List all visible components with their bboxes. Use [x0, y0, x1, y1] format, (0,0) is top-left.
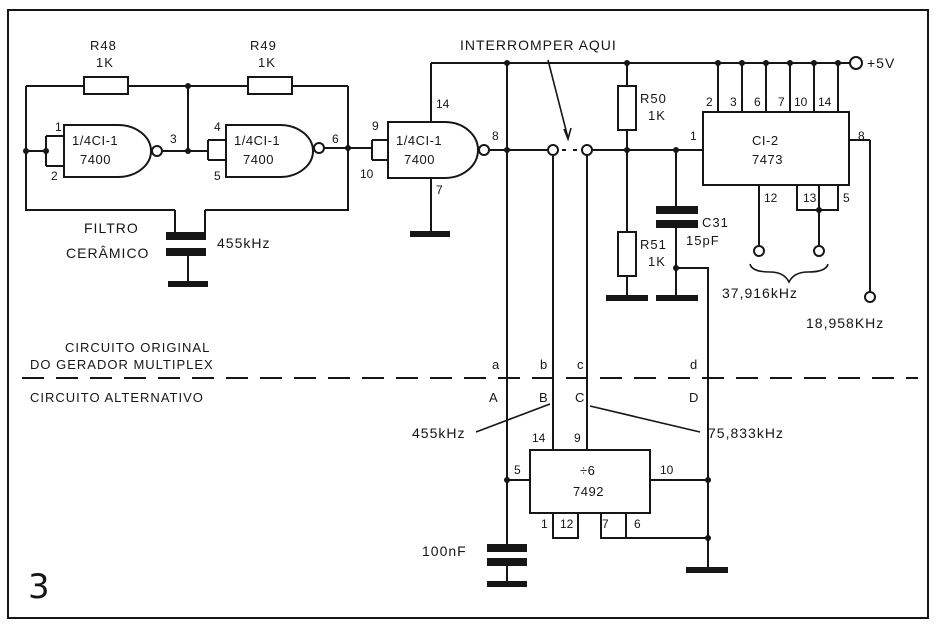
gate3-type: 7400: [404, 152, 435, 167]
svg-text:b: b: [540, 357, 548, 372]
oscillator-section: R48 1K R49 1K 1 2 3 1/4CI-1 7400 4 5 6 1…: [23, 38, 372, 287]
gate1-body: [63, 124, 152, 178]
gate3-label: 1/4CI-1: [396, 133, 442, 148]
filter-freq: 455kHz: [217, 235, 270, 251]
resistor-r50: [617, 85, 637, 131]
r51-name: R51: [640, 237, 667, 252]
gate2-body: [225, 124, 314, 178]
freq-c-label: 75,833kHz: [708, 425, 784, 441]
svg-text:B: B: [539, 390, 549, 405]
svg-text:12: 12: [560, 517, 574, 531]
svg-text:13: 13: [803, 191, 817, 205]
svg-text:5: 5: [514, 463, 521, 477]
out2-label: 18,958KHz: [806, 315, 884, 331]
resistor-r51: [617, 231, 637, 277]
r49-value: 1K: [258, 55, 276, 70]
svg-text:C: C: [575, 390, 585, 405]
ic7492-type: 7492: [573, 484, 604, 499]
svg-text:7: 7: [602, 517, 609, 531]
svg-text:2: 2: [51, 169, 58, 183]
c100-value: 100nF: [422, 543, 467, 559]
r48-value: 1K: [96, 55, 114, 70]
gate3-body: [387, 121, 479, 179]
svg-text:6: 6: [332, 132, 339, 146]
figure-frame: [7, 9, 929, 619]
svg-text:5: 5: [843, 191, 850, 205]
out1-label: 37,916kHz: [722, 285, 798, 301]
vcc-label: +5V: [867, 55, 895, 71]
filter-label-1: FILTRO: [84, 220, 139, 236]
svg-text:10: 10: [660, 463, 674, 477]
svg-text:1: 1: [541, 517, 548, 531]
svg-text:c: c: [577, 357, 585, 372]
svg-text:3: 3: [170, 132, 177, 146]
svg-text:d: d: [690, 357, 698, 372]
ci2-type: 7473: [752, 152, 783, 167]
svg-text:14: 14: [436, 97, 450, 111]
original-label-2: DO GERADOR MULTIPLEX: [30, 357, 214, 372]
svg-text:8: 8: [858, 129, 865, 143]
vcc-rail: +5V: [431, 55, 895, 71]
svg-text:1: 1: [55, 120, 62, 134]
svg-text:D: D: [689, 390, 699, 405]
svg-text:4: 4: [214, 120, 221, 134]
gate2-label: 1/4CI-1: [234, 133, 280, 148]
freq-a-label: 455kHz: [412, 425, 465, 441]
resistor-r49: [247, 76, 293, 95]
alternative-label: CIRCUITO ALTERNATIVO: [30, 390, 204, 405]
ic-7492: 14 9 5 10 1 12 7 6 ÷6 7492 100nF 455kHz …: [412, 403, 784, 587]
resistor-r48: [83, 76, 129, 95]
svg-text:5: 5: [214, 169, 221, 183]
svg-text:1: 1: [690, 129, 697, 143]
svg-text:7: 7: [436, 183, 443, 197]
svg-text:A: A: [489, 390, 499, 405]
svg-text:9: 9: [372, 119, 379, 133]
svg-text:6: 6: [634, 517, 641, 531]
gate1-label: 1/4CI-1: [72, 133, 118, 148]
ic7492-body: [529, 449, 651, 514]
r51-value: 1K: [648, 254, 666, 269]
ci2-label: CI-2: [752, 133, 779, 148]
svg-text:14: 14: [532, 431, 546, 445]
svg-text:10: 10: [794, 95, 808, 109]
svg-text:3: 3: [730, 95, 737, 109]
r49-name: R49: [250, 38, 277, 53]
c31-value: 15pF: [686, 233, 720, 248]
svg-text:12: 12: [764, 191, 778, 205]
svg-text:10: 10: [360, 167, 374, 181]
ci2-7473: 2 3 6 7 10 14 1 8 12 13 5 CI-2 7473 37,9…: [690, 63, 884, 331]
svg-text:8: 8: [492, 129, 499, 143]
r48-name: R48: [90, 38, 117, 53]
tap-lines: [504, 63, 588, 545]
svg-text:6: 6: [754, 95, 761, 109]
interrupt-label: INTERROMPER AQUI: [460, 37, 617, 53]
gate3-section: 9 10 8 14 7 1/4CI-1 7400: [360, 63, 499, 237]
gate2-type: 7400: [243, 152, 274, 167]
r50-name: R50: [640, 91, 667, 106]
ci2-body: [702, 111, 850, 186]
svg-text:a: a: [492, 357, 500, 372]
ic7492-label: ÷6: [580, 463, 595, 478]
figure-number: 3: [28, 567, 50, 607]
c31-name: C31: [702, 215, 729, 230]
section-divider: CIRCUITO ORIGINAL DO GERADOR MULTIPLEX C…: [22, 340, 918, 405]
svg-text:7: 7: [778, 95, 785, 109]
r50-value: 1K: [648, 108, 666, 123]
gate1-type: 7400: [80, 152, 111, 167]
passive-network: R50 1K R51 1K C31 15pF: [606, 63, 729, 460]
interrupt-point: INTERROMPER AQUI: [460, 37, 700, 156]
svg-text:2: 2: [706, 95, 713, 109]
svg-text:9: 9: [574, 431, 581, 445]
filter-label-2: CERÂMICO: [66, 245, 149, 261]
original-label-1: CIRCUITO ORIGINAL: [65, 340, 210, 355]
svg-text:14: 14: [818, 95, 832, 109]
